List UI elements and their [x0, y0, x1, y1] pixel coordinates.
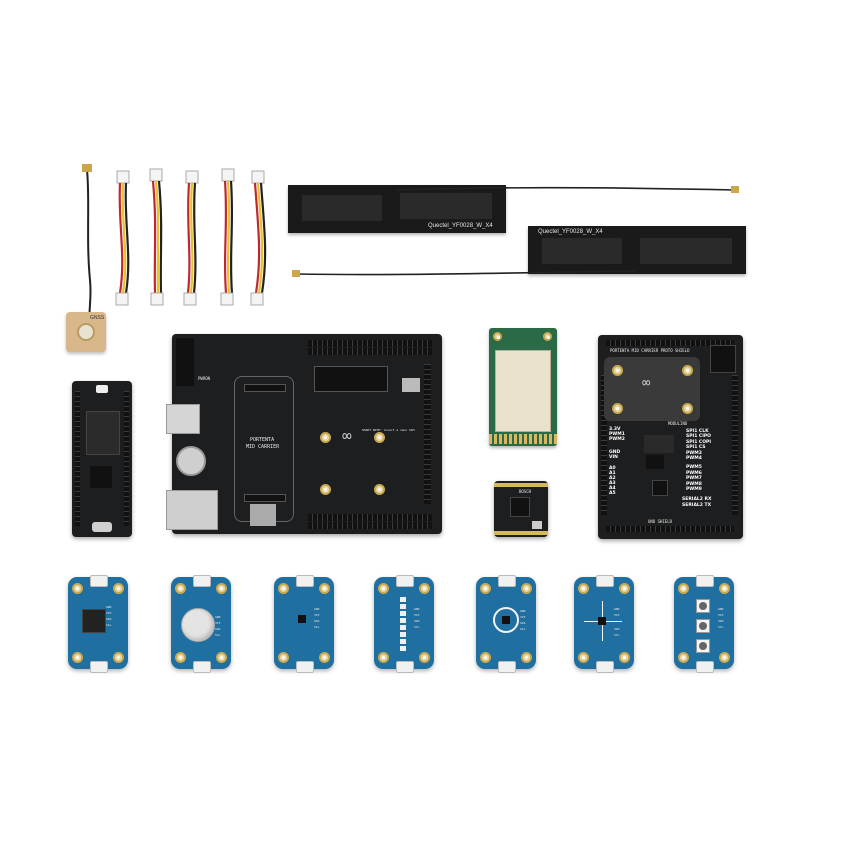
modulino-7-pin-3v3: 3V3: [718, 613, 724, 617]
modulino-3: GND 3V3 SDA SCL: [274, 575, 334, 673]
usb-a-port: [166, 404, 200, 434]
shield-footer: UNO SHIELD: [648, 519, 673, 524]
dc-jack: [710, 345, 736, 373]
modulino-1-pin-gnd: GND: [106, 605, 112, 609]
shield-module-label: MODULINO: [668, 421, 688, 426]
modulino-2-pin-sda: SDA: [215, 627, 221, 631]
carrier-pwr-label: PWRON: [198, 376, 211, 381]
nano-board: BOSCH: [494, 481, 548, 537]
antenna-2-cable: [292, 270, 636, 277]
shield-title: PORTENTA MID CARRIER PROTO SHIELD: [610, 348, 690, 353]
modulino-4-pin-3v3: 3V3: [414, 613, 420, 617]
coin-battery: [176, 446, 206, 476]
mid-carrier-board: PORTENTA MID CARRIER ∞ SMART NOTE: inser…: [166, 334, 442, 534]
modulino-3-pin-sda: SDA: [314, 619, 320, 623]
modulino-6-pin-sda: SDA: [614, 627, 620, 631]
flex-antenna-2: Quectel_YF0028_W_X4: [528, 226, 746, 274]
modulino-5-pin-3v3: 3V3: [520, 615, 526, 619]
antenna-1-cable: [396, 186, 739, 193]
nano-label: BOSCH: [519, 489, 532, 494]
modulino-7-pin-scl: SCL: [718, 625, 724, 629]
modulino-6-pin-3v3: 3V3: [614, 613, 620, 617]
modulino-1-pin-sda: SDA: [106, 617, 112, 621]
ethernet-port: [166, 490, 218, 530]
shield-serial-labels: SERIAL2 RX SERIAL2 TX: [682, 497, 712, 508]
modulino-1: GND 3V3 SDA SCL: [68, 575, 128, 673]
shield-left-labels: 3.3V PWM1 PWM2 GND VIN A0 A1 A2 A3 A4 A5: [609, 427, 625, 496]
modulino-2: GND 3V3 SDA SCL: [171, 575, 231, 673]
gnss-patch-antenna: GNSS: [66, 312, 106, 352]
modulino-1-pin-3v3: 3V3: [106, 611, 112, 615]
modulino-5-pin-gnd: GND: [520, 609, 526, 613]
mini-pcie-slot: [314, 366, 388, 392]
modulino-1-pin-scl: SCL: [106, 623, 112, 627]
carrier-title-1: PORTENTA: [250, 437, 275, 443]
modulino-2-pin-gnd: GND: [215, 615, 221, 619]
gnss-label: GNSS: [90, 315, 105, 321]
modulino-2-pin-scl: SCL: [215, 633, 221, 637]
cellular-module: [489, 328, 557, 446]
modulino-4-pin-sda: SDA: [414, 619, 420, 623]
modulino-3-pin-scl: SCL: [314, 625, 320, 629]
knob: [181, 608, 215, 642]
terminal-block: [176, 338, 194, 386]
arduino-logo: ∞: [342, 426, 352, 445]
usb-c-port: [92, 522, 112, 532]
modulino-3-pin-gnd: GND: [314, 607, 320, 611]
led-strip: [400, 595, 406, 651]
modulino-5-pin-scl: SCL: [520, 627, 526, 631]
portenta-board: [72, 381, 132, 537]
modulino-5-pin-sda: SDA: [520, 621, 526, 625]
modulino-4: GND 3V3 SDA SCL: [374, 575, 434, 673]
proto-shield: PORTENTA MID CARRIER PROTO SHIELD ∞ MODU…: [598, 335, 743, 539]
modulino-2-pin-3v3: 3V3: [215, 621, 221, 625]
modulino-7: GND 3V3 SDA SCL: [674, 575, 734, 673]
shield-logo: ∞: [642, 375, 651, 391]
gnss-antenna-cable: [82, 164, 92, 326]
modulino-4-pin-scl: SCL: [414, 625, 420, 629]
qwiic-cables: [115, 168, 267, 306]
modulino-6: GND 3V3 SDA SCL: [574, 575, 634, 673]
modulino-6-pin-gnd: GND: [614, 607, 620, 611]
modulino-7-pin-gnd: GND: [718, 607, 724, 611]
modulino-4-pin-gnd: GND: [414, 607, 420, 611]
modulino-3-pin-3v3: 3V3: [314, 613, 320, 617]
antenna-1-label: Quectel_YF0028_W_X4: [428, 223, 493, 229]
carrier-sim-note: SMART NOTE: insert a nano SIM: [362, 428, 415, 432]
modulino-7-pin-sda: SDA: [718, 619, 724, 623]
antenna-2-label: Quectel_YF0028_W_X4: [538, 229, 603, 235]
shield-signal-labels: SPI1 CLK SPI1 CIPO SPI1 COPI SPI1 CS PWM…: [686, 429, 712, 493]
flex-antenna-1: Quectel_YF0028_W_X4: [288, 185, 506, 233]
carrier-title-2: MID CARRIER: [246, 444, 280, 450]
modulino-6-pin-scl: SCL: [614, 633, 620, 637]
modulino-5: GND 3V3 SDA SCL: [476, 575, 536, 673]
